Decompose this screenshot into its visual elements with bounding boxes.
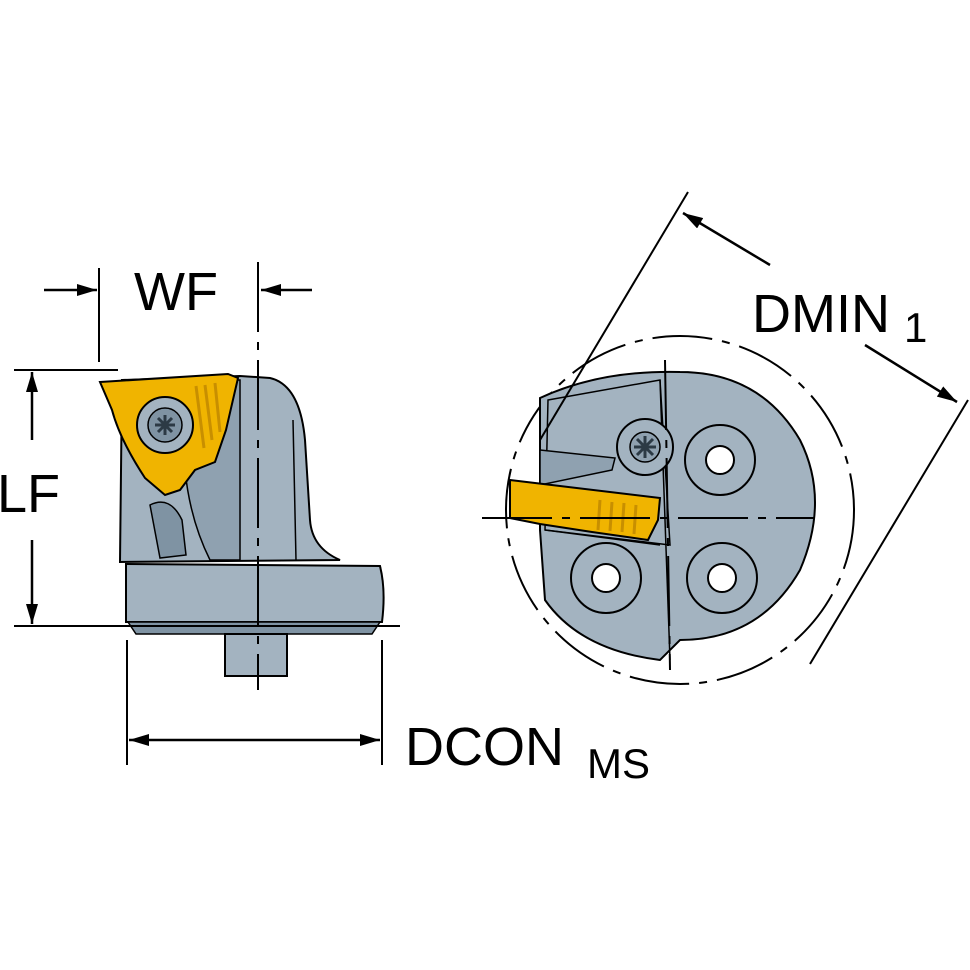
front-centerline-vertical bbox=[664, 359, 671, 671]
wf-label: WF bbox=[134, 262, 218, 322]
dcon-dimension: DCON MS bbox=[126, 640, 650, 787]
dmin-subscript: 1 bbox=[904, 304, 927, 351]
insert-serrations bbox=[194, 382, 222, 449]
holder-flange bbox=[125, 562, 385, 623]
holder-head-shade bbox=[539, 449, 616, 486]
lf-label: LF bbox=[0, 464, 60, 524]
mounting-hole-3 bbox=[686, 542, 758, 614]
dcon-label: DCON bbox=[405, 717, 564, 777]
dmin-circle bbox=[505, 335, 855, 685]
insert-pocket bbox=[149, 501, 187, 559]
mounting-hole-1 bbox=[684, 424, 756, 496]
dmin-label: DMIN bbox=[752, 284, 890, 344]
body-edge-line bbox=[292, 419, 297, 561]
wf-dimension: WF bbox=[44, 262, 312, 362]
torx-icon bbox=[155, 415, 175, 435]
front-view bbox=[482, 335, 855, 685]
lf-dimension: LF bbox=[0, 369, 400, 627]
side-view bbox=[98, 262, 385, 690]
mounting-hole-2 bbox=[570, 542, 642, 614]
torx-icon-front bbox=[634, 436, 656, 458]
insert-front-serrations bbox=[596, 499, 638, 535]
dcon-subscript: MS bbox=[587, 740, 650, 787]
head-lower-edge bbox=[544, 529, 661, 546]
dmin-dimension: DMIN 1 bbox=[539, 191, 969, 665]
holder-spigot bbox=[224, 633, 288, 677]
holder-flange-base bbox=[126, 621, 382, 635]
